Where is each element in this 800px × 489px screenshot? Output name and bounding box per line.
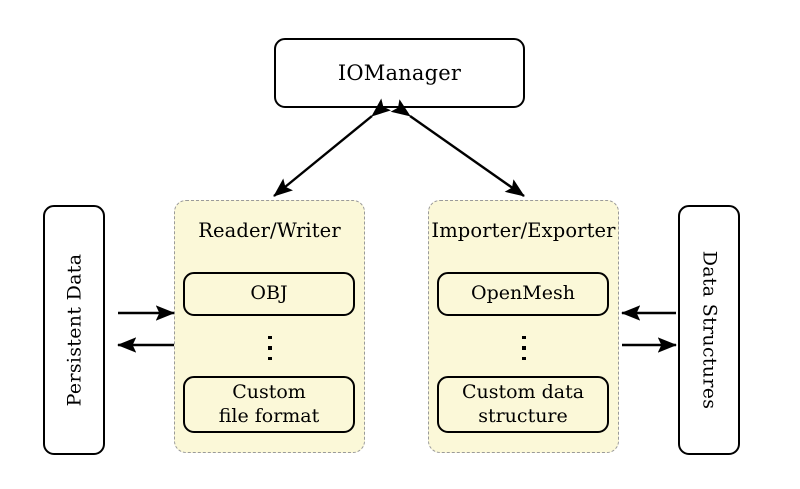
panel-reader-writer-title: Reader/Writer xyxy=(198,219,341,242)
item-custom-data-structure-line2: structure xyxy=(478,404,568,427)
item-obj[interactable]: OBJ xyxy=(183,272,355,316)
arrow-manager-reader-writer xyxy=(273,98,391,197)
reader-writer-ellipsis xyxy=(262,336,278,360)
item-custom-data-structure-line1: Custom data xyxy=(461,381,585,404)
item-custom-file-format-line2: file format xyxy=(218,404,320,427)
persistent-data-box[interactable] xyxy=(43,205,105,455)
item-openmesh[interactable]: OpenMesh xyxy=(437,272,609,316)
iomanager-box[interactable]: IOManager xyxy=(274,38,525,108)
item-openmesh-label: OpenMesh xyxy=(471,282,575,305)
item-custom-file-format-line1: Custom xyxy=(232,381,306,404)
item-custom-file-format[interactable]: Custom file format xyxy=(183,376,355,433)
panel-importer-exporter-title: Importer/Exporter xyxy=(431,219,616,242)
item-obj-label: OBJ xyxy=(250,282,288,305)
data-structures-box[interactable] xyxy=(678,205,740,455)
arrow-manager-importer-exporter xyxy=(390,99,525,197)
iomanager-label: IOManager xyxy=(337,61,462,85)
item-custom-data-structure[interactable]: Custom data structure xyxy=(437,376,609,433)
importer-exporter-ellipsis xyxy=(516,336,532,360)
